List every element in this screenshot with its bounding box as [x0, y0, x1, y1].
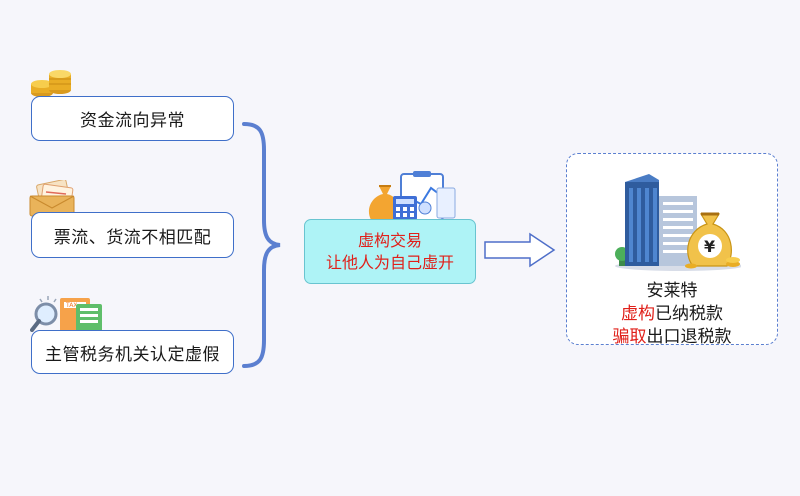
svg-text:¥: ¥ — [704, 237, 715, 256]
tax-documents-magnifier-icon: TAX — [30, 294, 110, 332]
company-name: 安莱特 — [646, 281, 698, 301]
result-line-2: 虚构已纳税款 — [567, 303, 777, 326]
result-line-3-rest: 出口退税款 — [646, 327, 732, 347]
evidence-box-tax-authority: 主管税务机关认定虚假 — [31, 330, 234, 374]
evidence-label: 资金流向异常 — [80, 111, 185, 131]
envelope-receipts-icon — [28, 178, 78, 218]
result-line-3: 骗取出口退税款 — [567, 326, 777, 349]
center-line-1: 虚构交易 — [357, 230, 422, 250]
evidence-label: 主管税务机关认定虚假 — [45, 344, 220, 365]
evidence-box-fund-flow: 资金流向异常 — [31, 96, 234, 141]
evidence-box-invoice-goods: 票流、货流不相匹配 — [31, 212, 234, 258]
result-text: 安莱特 虚构已纳税款 骗取出口退税款 — [567, 280, 777, 349]
result-line-2-rest: 已纳税款 — [655, 304, 723, 324]
fake-transaction-box: 虚构交易 让他人为自己虚开 — [304, 219, 476, 284]
office-building-money-bag-icon: ¥ — [609, 174, 743, 272]
curly-brace — [242, 122, 281, 368]
svg-text:TAX: TAX — [65, 302, 77, 309]
result-panel: ¥ 安莱特 虚构已纳税款 骗取出口退税款 — [566, 153, 778, 347]
right-arrow — [484, 232, 556, 268]
evidence-label: 票流、货流不相匹配 — [53, 227, 212, 248]
result-line-2-highlight: 虚构 — [621, 304, 655, 324]
gold-coins-icon — [28, 66, 74, 100]
money-bag-calculator-icon — [365, 170, 465, 222]
center-line-2: 让他人为自己虚开 — [325, 252, 454, 272]
result-line-3-highlight: 骗取 — [612, 327, 647, 347]
